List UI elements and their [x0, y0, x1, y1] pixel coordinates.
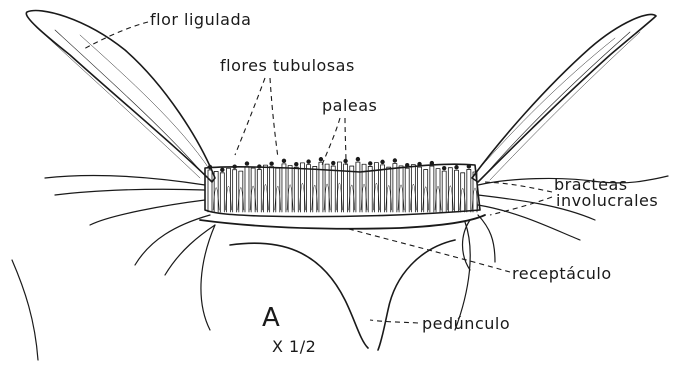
tubular-floret	[455, 170, 459, 212]
floret-tip	[467, 164, 471, 168]
leader-flores-tubulosas-2	[270, 78, 278, 158]
tubular-floret	[294, 167, 298, 212]
tubular-floret	[430, 166, 434, 212]
floret-tip	[393, 158, 397, 162]
floret-tip	[343, 159, 347, 163]
label-pedunculo: pedúnculo	[422, 314, 510, 333]
tubular-floret	[356, 162, 360, 212]
leader-paleas-2	[345, 118, 346, 165]
leader-receptaculo	[345, 228, 510, 272]
tubular-floret	[331, 166, 335, 212]
tubular-floret	[337, 162, 341, 212]
tubular-floret	[245, 167, 249, 212]
tubular-floret	[282, 164, 286, 212]
label-receptaculo: receptáculo	[512, 264, 612, 283]
leader-flores-tubulosas-1	[235, 78, 265, 155]
label-paleas: paleas	[322, 96, 377, 115]
floret-tip	[368, 161, 372, 165]
tubular-floret	[381, 165, 385, 212]
leader-pedunculo	[370, 320, 418, 323]
floret-tip	[220, 168, 224, 172]
tubular-floret	[393, 163, 397, 212]
left-ligule	[26, 11, 215, 182]
tubular-floret	[233, 170, 237, 212]
label-flor-ligulada: flor ligulada	[150, 10, 251, 29]
floret-tip	[380, 160, 384, 164]
leader-paleas-1	[322, 118, 340, 165]
figure-letter: A	[262, 303, 280, 333]
right-ligule	[472, 14, 656, 182]
floret-tip	[442, 166, 446, 170]
tubular-floret	[405, 168, 409, 212]
floret-tip	[294, 162, 298, 166]
tubular-floret	[257, 170, 261, 212]
floret-tip	[430, 161, 434, 165]
flower-disc	[205, 157, 480, 217]
tubular-floret	[300, 163, 304, 212]
floret-tip	[454, 165, 458, 169]
floret-tip	[405, 163, 409, 167]
peduncle	[230, 240, 455, 350]
floret-tip	[282, 159, 286, 163]
leader-bracteas-2	[490, 197, 552, 215]
floret-tip	[208, 165, 212, 169]
tubular-floret	[307, 165, 311, 212]
figure-scale: X 1/2	[272, 337, 316, 356]
floret-tip	[257, 164, 261, 168]
label-involucrales: involucrales	[556, 191, 658, 210]
left-bracts	[45, 176, 215, 275]
tubular-floret	[220, 173, 224, 212]
tubular-floret	[467, 169, 471, 212]
floret-tip	[417, 162, 421, 166]
edge-outline	[12, 260, 38, 360]
tubular-floret	[368, 166, 372, 212]
label-flores-tubulosas: flores tubulosas	[220, 56, 355, 75]
floret-tip	[331, 161, 335, 165]
tubular-floret	[442, 171, 446, 212]
floret-tip	[319, 157, 323, 161]
tubular-floret	[208, 170, 212, 212]
floret-tip	[306, 159, 310, 163]
tubular-floret	[270, 167, 274, 212]
floret-tip	[245, 161, 249, 165]
receptacle	[200, 215, 485, 330]
floret-tip	[232, 164, 236, 168]
floret-tip	[356, 157, 360, 161]
floret-tip	[269, 161, 273, 165]
leader-bracteas-1	[485, 182, 552, 192]
tubular-floret	[418, 167, 422, 212]
